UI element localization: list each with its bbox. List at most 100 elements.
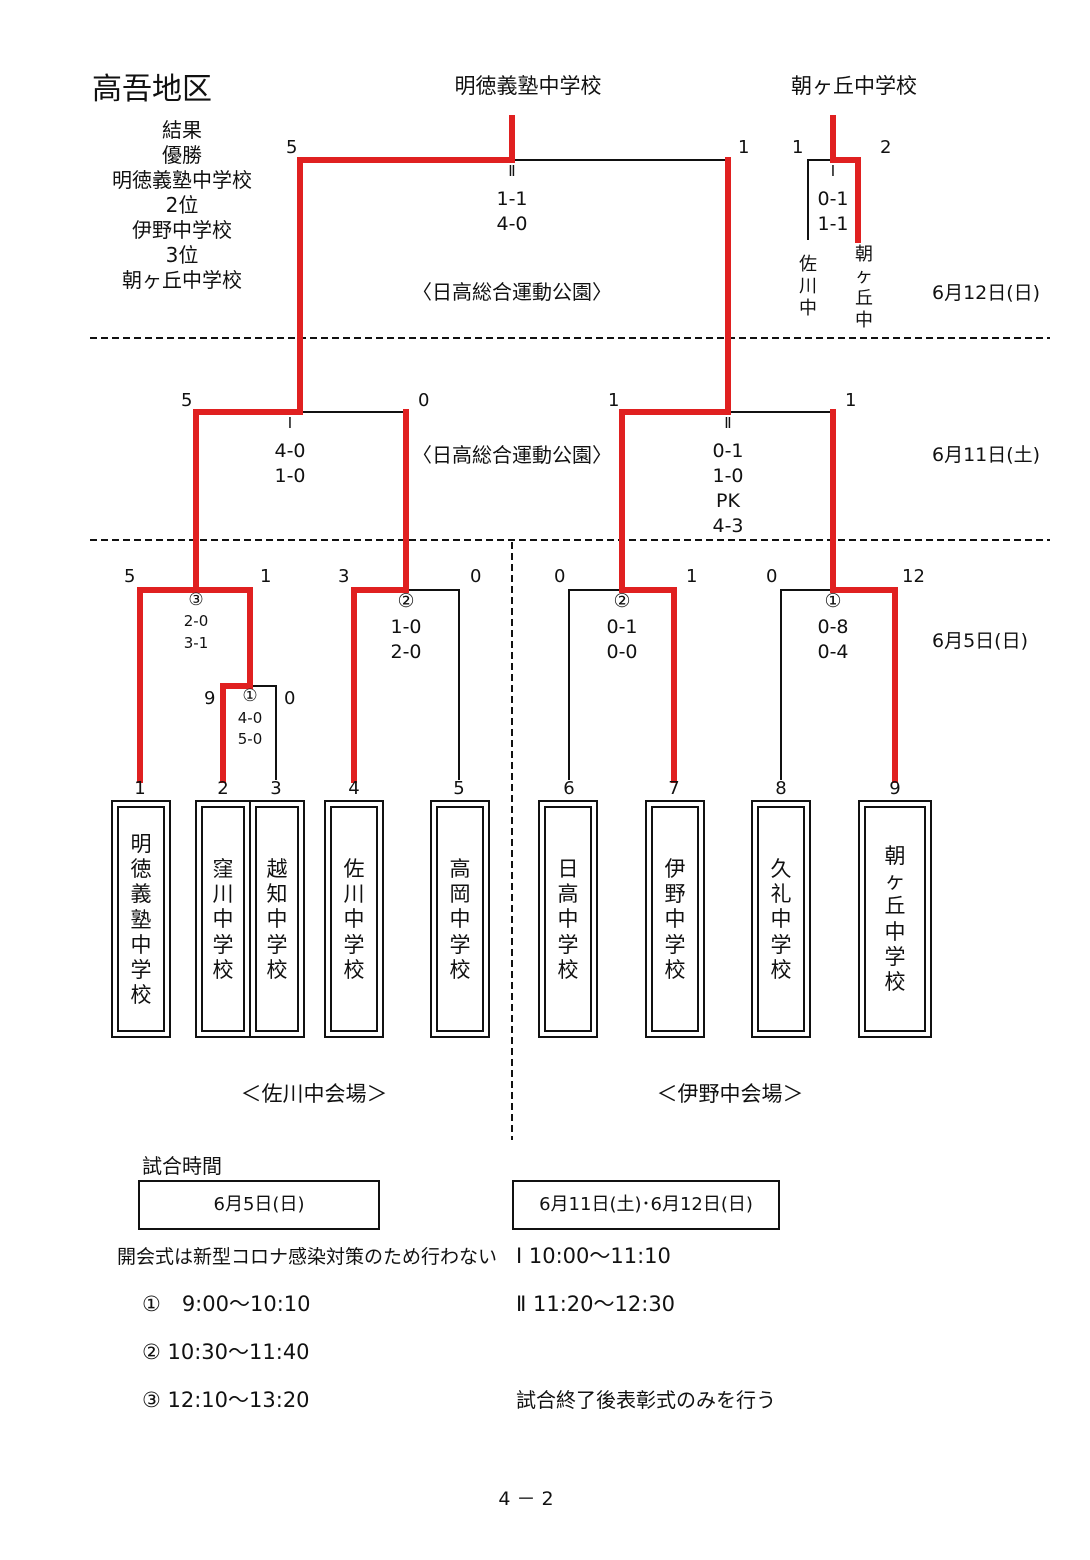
- r1b-half1: 1-0: [390, 616, 422, 638]
- final-left-score: 5: [286, 137, 298, 158]
- final-half2: 4-0: [496, 213, 528, 235]
- r1c-half1: 0-1: [606, 616, 638, 638]
- third-mark: Ⅰ: [830, 162, 836, 180]
- schedule-box-day2-3: 6月11日(土)･6月12日(日): [512, 1180, 780, 1230]
- result-third-label: 3位: [165, 243, 199, 267]
- third-right-score: 2: [880, 137, 892, 158]
- date-day2: 6月11日(土): [932, 444, 1041, 466]
- r1b-half2: 2-0: [390, 641, 422, 663]
- third-half2: 1-1: [817, 213, 849, 235]
- final-right-score: 1: [738, 137, 750, 158]
- r1b-left-score: 3: [338, 566, 350, 587]
- prelim-right-score: 0: [284, 688, 296, 709]
- team-no-4: 4: [348, 778, 360, 799]
- team-name-1: 明 徳 義 塾 中 学 校: [130, 832, 152, 1008]
- r1a-mark: ③: [188, 590, 204, 610]
- team-name-3: 越 知 中 学 校: [266, 857, 288, 982]
- result-first-team: 明徳義塾中学校: [112, 168, 252, 192]
- result-third-team: 朝ヶ丘中学校: [122, 268, 242, 292]
- final-mark: Ⅱ: [508, 162, 516, 180]
- team-box-1: 明 徳 義 塾 中 学 校: [111, 800, 171, 1038]
- result-second-team: 伊野中学校: [132, 218, 232, 242]
- prelim-mark: ①: [242, 686, 258, 706]
- team-no-8: 8: [775, 778, 787, 799]
- final-half1: 1-1: [496, 188, 528, 210]
- r1b-right-score: 0: [470, 566, 482, 587]
- r1b-mark: ②: [397, 590, 415, 612]
- team-box-3: 越 知 中 学 校: [249, 800, 305, 1038]
- r1a-half1: 2-0: [183, 612, 209, 630]
- third-half1: 0-1: [817, 188, 849, 210]
- team-name-6: 日 高 中 学 校: [557, 857, 579, 982]
- sf-right-half2: 1-0: [712, 465, 744, 487]
- schedule-slot-2: ② 10:30～11:40: [142, 1340, 310, 1364]
- team-no-5: 5: [453, 778, 465, 799]
- sf-left-right-score: 0: [418, 390, 430, 411]
- team-no-7: 7: [668, 778, 680, 799]
- schedule-opening-note: 開会式は新型コロナ感染対策のため行わない: [117, 1246, 498, 1268]
- third-left-score: 1: [792, 137, 804, 158]
- sf-right-half1: 0-1: [712, 440, 744, 462]
- date-day3: 6月12日(日): [932, 282, 1041, 304]
- sf-right-left-score: 1: [608, 390, 620, 411]
- venue-right: ＜伊野中会場＞: [656, 1082, 804, 1106]
- page-number: 4 － 2: [498, 1488, 554, 1510]
- sf-left-half2: 1-0: [274, 465, 306, 487]
- r1c-right-score: 1: [686, 566, 698, 587]
- date-day1: 6月5日(日): [932, 630, 1029, 652]
- prelim-left-score: 9: [204, 688, 216, 709]
- result-second-label: 2位: [165, 193, 199, 217]
- r1a-right-score: 1: [260, 566, 272, 587]
- sf-left-half1: 4-0: [274, 440, 306, 462]
- r1d-half1: 0-8: [817, 616, 849, 638]
- r1d-left-score: 0: [766, 566, 778, 587]
- sf-right-pk-label: PK: [716, 490, 740, 512]
- result-first-label: 優勝: [162, 143, 202, 167]
- team-name-2: 窪 川 中 学 校: [212, 857, 234, 982]
- winner-paths: [137, 115, 898, 783]
- team-box-6: 日 高 中 学 校: [538, 800, 598, 1038]
- team-box-4: 佐 川 中 学 校: [324, 800, 384, 1038]
- sf-right-mark: Ⅱ: [724, 414, 732, 432]
- prelim-half2: 5-0: [237, 730, 263, 748]
- team-no-3: 3: [270, 778, 282, 799]
- schedule-closing-note: 試合終了後表彰式のみを行う: [516, 1388, 776, 1412]
- team-no-9: 9: [889, 778, 901, 799]
- r1a-half2: 3-1: [183, 634, 209, 652]
- schedule-slot-3: ③ 12:10～13:20: [142, 1388, 310, 1412]
- sf-left-left-score: 5: [181, 390, 193, 411]
- result-block: 結果 優勝 明徳義塾中学校 2位 伊野中学校 3位 朝ヶ丘中学校: [112, 118, 252, 293]
- sf-venue: 〈日高総合運動公園〉: [412, 443, 612, 467]
- team-name-4: 佐 川 中 学 校: [343, 857, 365, 982]
- team-name-7: 伊 野 中 学 校: [664, 857, 686, 982]
- sf-right-pk-score: 4-3: [712, 515, 744, 537]
- sf-right-right-score: 1: [845, 390, 857, 411]
- prelim-half1: 4-0: [237, 709, 263, 727]
- team-box-2: 窪 川 中 学 校: [195, 800, 251, 1038]
- r1d-mark: ①: [824, 590, 842, 612]
- r1c-half2: 0-0: [606, 641, 638, 663]
- team-name-8: 久 礼 中 学 校: [770, 857, 792, 982]
- final-top-team: 明徳義塾中学校: [454, 74, 602, 98]
- r1c-mark: ②: [613, 590, 631, 612]
- team-name-9: 朝 ヶ 丘 中 学 校: [884, 844, 906, 994]
- team-no-2: 2: [217, 778, 229, 799]
- r1d-right-score: 12: [902, 566, 925, 587]
- team-box-8: 久 礼 中 学 校: [751, 800, 811, 1038]
- r1c-left-score: 0: [554, 566, 566, 587]
- schedule-slot-I: Ⅰ 10:00～11:10: [516, 1244, 671, 1268]
- third-right-team: 朝 ヶ 丘 中: [855, 244, 873, 331]
- schedule-box-day1: 6月5日(日): [138, 1180, 380, 1230]
- team-no-6: 6: [563, 778, 575, 799]
- schedule-heading: 試合時間: [142, 1154, 222, 1178]
- sf-left-mark: Ⅰ: [287, 414, 293, 432]
- team-box-5: 高 岡 中 学 校: [430, 800, 490, 1038]
- team-name-5: 高 岡 中 学 校: [449, 857, 471, 982]
- team-no-1: 1: [134, 778, 146, 799]
- r1a-left-score: 5: [124, 566, 136, 587]
- schedule-slot-1: ① 9:00～10:10: [142, 1292, 311, 1316]
- third-place-top-team: 朝ヶ丘中学校: [791, 74, 917, 98]
- page-title: 高吾地区: [92, 72, 212, 107]
- third-left-team: 佐 川 中: [799, 254, 817, 319]
